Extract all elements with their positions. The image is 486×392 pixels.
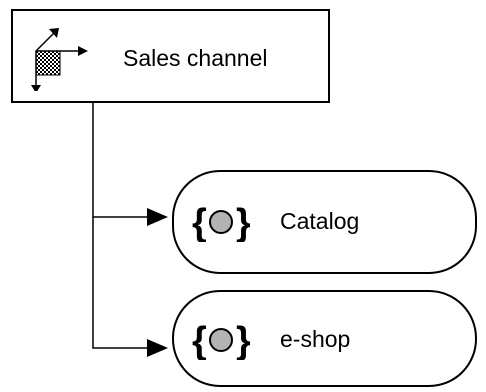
svg-text:{: { <box>192 202 207 242</box>
svg-text:}: } <box>236 320 250 360</box>
braced-circle-icon: { } <box>192 202 251 244</box>
checkered-flag-arrows-icon <box>26 21 90 93</box>
child-node-e-shop[interactable]: { } e-shop <box>172 290 477 387</box>
root-node-sales-channel[interactable]: Sales channel <box>11 9 330 103</box>
child-node-catalog[interactable]: { } Catalog <box>172 170 477 274</box>
child-node-label: e-shop <box>280 326 351 352</box>
svg-text:}: } <box>236 202 250 242</box>
connector-to-catalog <box>92 103 148 218</box>
braced-circle-icon: { } <box>192 320 251 362</box>
arrowhead-eshop <box>147 339 168 357</box>
root-node-label: Sales channel <box>123 45 268 71</box>
connector-to-eshop <box>92 217 148 349</box>
svg-text:{: { <box>192 320 207 360</box>
arrowhead-catalog <box>147 208 168 226</box>
child-node-label: Catalog <box>280 208 360 234</box>
